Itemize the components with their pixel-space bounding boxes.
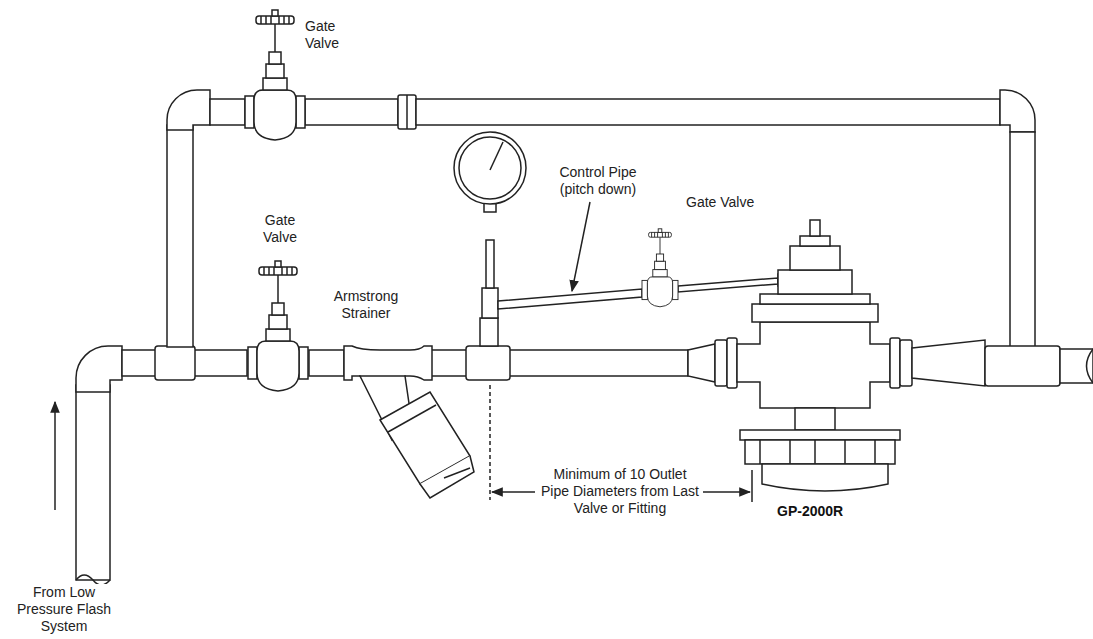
dimension-note: Minimum of 10 Outlet Pipe Diameters from… [537, 466, 703, 517]
pipe-label: Control Pipe (pitch down) [540, 164, 656, 198]
valve-label: Gate Valve [253, 212, 307, 246]
flow-source-label: From Low Pressure Flash System [4, 584, 124, 635]
valve-label: Gate Valve [684, 194, 778, 211]
valve-label: Gate Valve [303, 18, 357, 52]
model-label: GP-2000R [775, 503, 869, 520]
strainer-label: Armstrong Strainer [322, 288, 410, 322]
